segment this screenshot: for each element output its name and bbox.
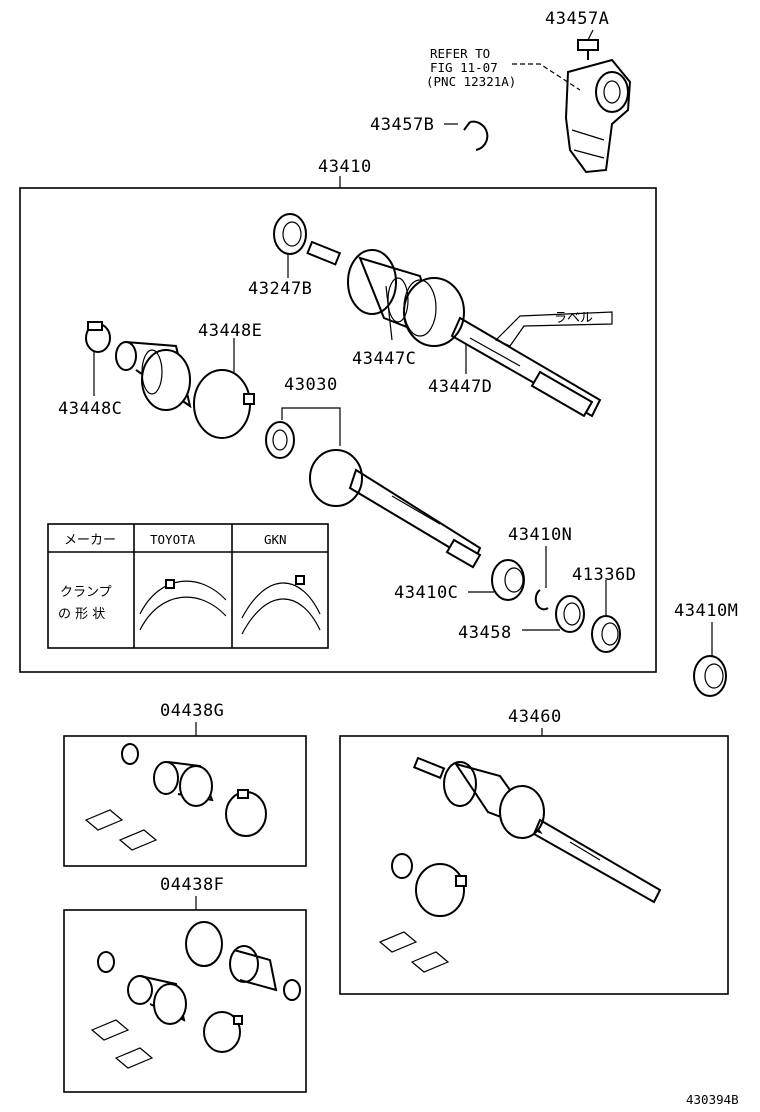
- refer-line-1: REFER TO: [430, 46, 490, 61]
- label-43030: 43030: [284, 375, 338, 395]
- table-header-toyota: TOYOTA: [150, 532, 196, 547]
- refer-leader: [512, 63, 581, 91]
- table-row-label-1: クランプ: [60, 585, 112, 600]
- kit-box-04438f: [63, 909, 307, 1093]
- leader-43447c: [385, 285, 393, 341]
- cv-joint-43030: [265, 421, 482, 569]
- label-43447d: 43447D: [428, 377, 492, 397]
- label-43458: 43458: [458, 623, 512, 643]
- bolt-43457a: [577, 39, 599, 60]
- drive-shaft-43460: [378, 756, 662, 973]
- band-clamp-43448e: [193, 369, 255, 439]
- refer-line-3: (PNC 12321A): [426, 74, 516, 89]
- seal-41336d: [591, 615, 621, 653]
- drive-shaft-upper: [306, 240, 602, 418]
- kit-box-43460: [339, 735, 729, 995]
- label-43410: 43410: [318, 157, 372, 177]
- kit-box-04438g: [63, 735, 307, 867]
- label-43457a: 43457A: [545, 9, 609, 29]
- snap-ring-43457b: [463, 120, 489, 151]
- bearing-bracket: [564, 58, 632, 174]
- label-43410n: 43410N: [508, 525, 572, 545]
- label-41336d: 41336D: [572, 565, 636, 585]
- bearing-43410c: [491, 559, 525, 601]
- boot-inboard: [115, 341, 192, 411]
- snap-ring-43410n: [534, 589, 549, 611]
- label-43448c: 43448C: [58, 399, 122, 419]
- label-04438g: 04438G: [160, 701, 224, 721]
- clamp-43448c: [85, 321, 111, 353]
- label-tag-arrow: [494, 311, 613, 347]
- table-header-maker: メーカー: [64, 533, 116, 548]
- assembly-box-43410: [19, 187, 657, 673]
- refer-line-2: FIG 11-07: [430, 60, 498, 75]
- label-43410m: 43410M: [674, 601, 738, 621]
- seal-43410m: [693, 655, 727, 697]
- leader-43030: [281, 407, 341, 446]
- clamp-shape-table: [47, 523, 329, 649]
- kit-04438f-parts: [90, 921, 301, 1069]
- table-row-label-2: の 形 状: [58, 607, 105, 622]
- kit-04438g-parts: [84, 743, 267, 851]
- label-43447c: 43447C: [352, 349, 416, 369]
- figure-code: 430394B: [686, 1092, 739, 1107]
- leader-43457a: [587, 29, 594, 41]
- ring-43458: [555, 595, 585, 633]
- label-tag-text: ラベル: [554, 311, 593, 326]
- label-04438f: 04438F: [160, 875, 224, 895]
- label-43448e: 43448E: [198, 321, 262, 341]
- label-43247b: 43247B: [248, 279, 312, 299]
- table-header-gkn: GKN: [264, 532, 287, 547]
- dust-seal-43247b: [273, 213, 307, 255]
- label-43457b: 43457B: [370, 115, 434, 135]
- label-43460: 43460: [508, 707, 562, 727]
- label-43410c: 43410C: [394, 583, 458, 603]
